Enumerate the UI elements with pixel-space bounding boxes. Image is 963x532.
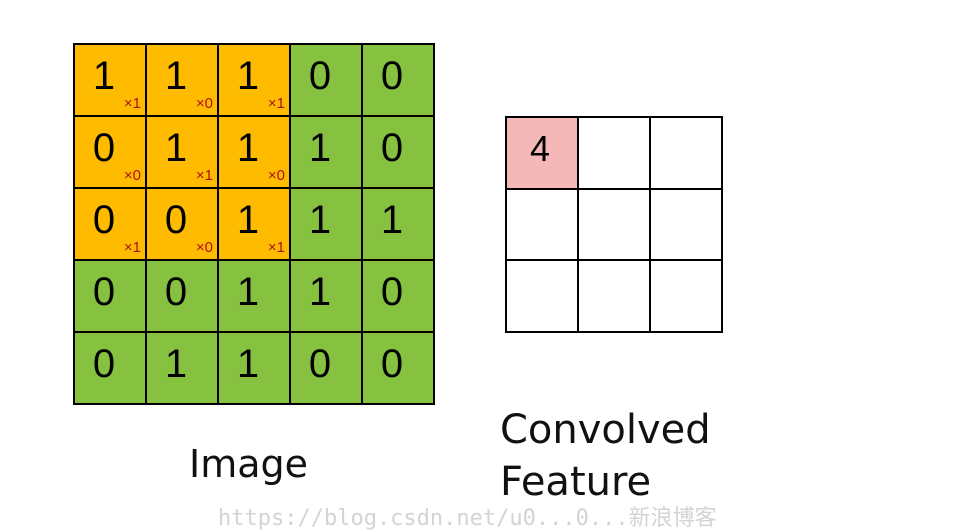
image-cell: 1 ×1 [147, 117, 217, 187]
image-cell: 0 [363, 117, 433, 187]
image-cell: 0 [291, 45, 361, 115]
feature-cell [579, 189, 649, 260]
image-cell-value: 0 [92, 125, 116, 170]
image-cell-value: 1 [164, 125, 188, 170]
image-cell-value: 0 [380, 269, 404, 314]
kernel-weight: ×0 [195, 239, 213, 256]
image-cell: 1 ×1 [219, 189, 289, 259]
image-cell: 0 [75, 333, 145, 403]
convolved-feature-matrix: 4 [505, 116, 723, 333]
feature-cell [651, 261, 721, 331]
image-cell-value: 0 [308, 53, 332, 98]
image-cell: 0 [147, 261, 217, 331]
image-cell-value: 0 [164, 197, 188, 242]
image-cell: 1 [291, 189, 361, 259]
feature-cell [579, 261, 649, 331]
image-cell-value: 1 [380, 197, 404, 242]
image-cell: 1 [219, 333, 289, 403]
image-cell-value: 0 [92, 341, 116, 386]
feature-cell [579, 118, 649, 188]
image-cell: 0 ×0 [147, 189, 217, 259]
image-cell: 1 ×0 [219, 117, 289, 187]
feature-cell [507, 261, 577, 331]
feature-cell [507, 189, 577, 260]
feature-cell: 4 [507, 118, 577, 188]
convolved-feature-label: Convolved Feature [500, 407, 711, 505]
image-label: Image [189, 442, 309, 486]
kernel-weight: ×0 [123, 167, 141, 184]
image-cell: 1 [291, 261, 361, 331]
image-cell-value: 0 [380, 53, 404, 98]
image-cell: 0 ×1 [75, 189, 145, 259]
image-cell-value: 0 [380, 341, 404, 386]
image-cell-value: 0 [92, 197, 116, 242]
image-cell-value: 0 [308, 341, 332, 386]
image-cell-value: 1 [164, 53, 188, 98]
image-cell-value: 0 [380, 125, 404, 170]
image-cell-value: 1 [308, 197, 332, 242]
kernel-weight: ×0 [195, 95, 213, 112]
feature-cell [651, 189, 721, 260]
image-cell-value: 0 [164, 269, 188, 314]
image-cell-value: 1 [308, 269, 332, 314]
feature-cell [651, 118, 721, 188]
image-cell-value: 1 [236, 269, 260, 314]
kernel-weight: ×1 [195, 167, 213, 184]
image-cell: 1 ×1 [75, 45, 145, 115]
image-cell: 1 [291, 117, 361, 187]
image-cell: 1 ×0 [147, 45, 217, 115]
image-cell-value: 1 [236, 341, 260, 386]
image-cell: 0 [75, 261, 145, 331]
image-cell: 1 [147, 333, 217, 403]
image-cell-value: 1 [236, 53, 260, 98]
kernel-weight: ×1 [123, 239, 141, 256]
image-cell-value: 0 [92, 269, 116, 314]
image-cell-value: 1 [92, 53, 116, 98]
image-cell: 0 [363, 45, 433, 115]
kernel-weight: ×1 [267, 95, 285, 112]
watermark: https://blog.csdn.net/u0...0...新浪博客 [218, 506, 717, 531]
image-cell: 0 [363, 261, 433, 331]
kernel-weight: ×1 [123, 95, 141, 112]
kernel-weight: ×1 [267, 239, 285, 256]
image-cell-value: 1 [236, 125, 260, 170]
image-cell-value: 1 [308, 125, 332, 170]
image-cell: 0 [291, 333, 361, 403]
kernel-weight: ×0 [267, 167, 285, 184]
image-cell-value: 1 [236, 197, 260, 242]
image-cell: 1 ×1 [219, 45, 289, 115]
image-cell: 1 [363, 189, 433, 259]
image-cell: 1 [219, 261, 289, 331]
image-cell-value: 1 [164, 341, 188, 386]
image-cell: 0 [363, 333, 433, 403]
feature-cell-value: 4 [529, 127, 551, 169]
image-cell: 0 ×0 [75, 117, 145, 187]
